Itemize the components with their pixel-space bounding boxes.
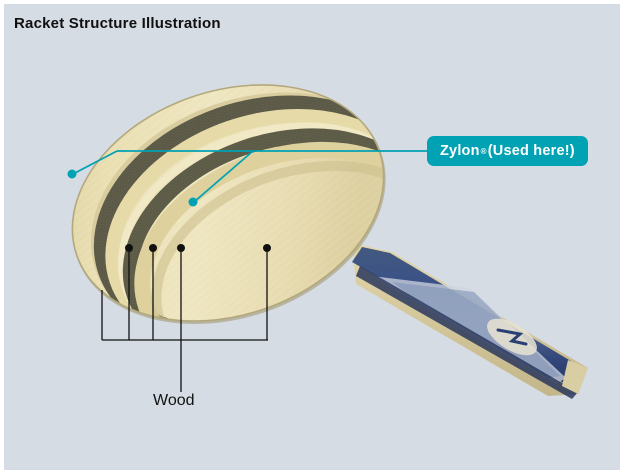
- zylon-callout-label: Zylon® (Used here!): [427, 136, 588, 166]
- registered-trademark-icon: ®: [480, 146, 487, 156]
- wood-pointer-dot-3: [177, 244, 185, 252]
- zylon-label-suffix: (Used here!): [487, 143, 575, 159]
- zylon-label-text: Zylon: [440, 143, 480, 159]
- zylon-pointer-dot-1: [67, 169, 77, 179]
- page-title: Racket Structure Illustration: [14, 15, 221, 32]
- wood-pointer-dot-2: [149, 244, 157, 252]
- wood-callout-label: Wood: [153, 392, 195, 409]
- racket-blade: [71, 84, 416, 361]
- wood-pointer-dot-1: [125, 244, 133, 252]
- zylon-callout-lines: [72, 150, 427, 203]
- zylon-pointer-dot-2: [188, 197, 198, 207]
- racket-handle: [352, 243, 588, 399]
- wood-callout-lines: [101, 248, 268, 392]
- wood-pointer-dot-4: [263, 244, 271, 252]
